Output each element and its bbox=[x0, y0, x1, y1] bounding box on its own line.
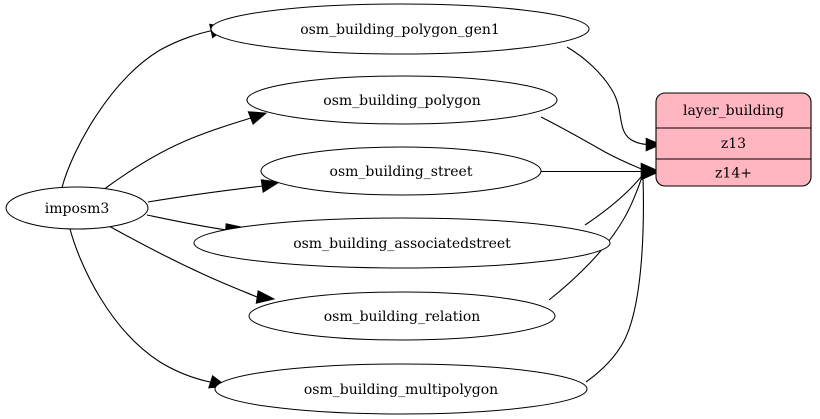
node-osm-building-polygon-gen1[interactable]: osm_building_polygon_gen1 bbox=[210, 3, 590, 55]
node-osm-building-multipolygon[interactable]: osm_building_multipolygon bbox=[214, 363, 588, 415]
node-osm-building-polygon-label: osm_building_polygon bbox=[323, 93, 480, 109]
node-osm-building-relation-shape[interactable] bbox=[248, 291, 556, 341]
node-imposm3[interactable]: imposm3 bbox=[5, 186, 149, 230]
node-osm-building-multipolygon-label: osm_building_multipolygon bbox=[304, 382, 498, 398]
edge-imposm3-to-osm-building-associatedstreet bbox=[146, 214, 228, 231]
node-osm-building-relation[interactable]: osm_building_relation bbox=[248, 291, 556, 341]
node-osm-building-multipolygon-shape[interactable] bbox=[214, 363, 588, 415]
node-layer-building-row-z13-label: z13 bbox=[721, 136, 746, 152]
node-osm-building-polygon-gen1-label: osm_building_polygon_gen1 bbox=[300, 22, 500, 38]
arrowhead-osm-building-relation bbox=[255, 290, 276, 304]
arrowhead-layer-building-z13 bbox=[645, 137, 662, 152]
edge-osm-building-relation-to-layer-building-z14plus bbox=[548, 173, 644, 301]
node-imposm3-shape[interactable] bbox=[5, 186, 149, 230]
node-layer-building-title-label: layer_building bbox=[683, 103, 784, 119]
edge-imposm3-to-osm-building-street bbox=[147, 185, 264, 203]
node-imposm3-label: imposm3 bbox=[45, 201, 110, 217]
node-osm-building-associatedstreet-shape[interactable] bbox=[193, 217, 611, 269]
edge-group-tables-to-layer bbox=[540, 46, 662, 383]
node-osm-building-street-label: osm_building_street bbox=[330, 164, 473, 180]
node-osm-building-polygon-gen1-shape[interactable] bbox=[210, 3, 590, 55]
arrowhead-osm-building-street bbox=[260, 179, 281, 193]
edge-imposm3-to-osm-building-polygon-gen1 bbox=[61, 29, 213, 188]
edge-imposm3-to-osm-building-polygon bbox=[102, 117, 252, 191]
node-osm-building-associatedstreet-label: osm_building_associatedstreet bbox=[293, 236, 511, 252]
edge-osm-building-associatedstreet-to-layer-building-z14plus bbox=[584, 173, 645, 226]
node-layer-building-row-z14plus-label: z14+ bbox=[715, 166, 752, 182]
node-osm-building-street[interactable]: osm_building_street bbox=[260, 146, 542, 196]
edge-osm-building-polygon-gen1-to-layer-building-z13 bbox=[566, 46, 648, 146]
arrowhead-osm-building-polygon bbox=[247, 111, 268, 126]
arrowhead-layer-building-z14plus bbox=[640, 162, 661, 181]
edge-osm-building-polygon-to-layer-building-z14plus bbox=[540, 116, 645, 171]
node-osm-building-polygon[interactable]: osm_building_polygon bbox=[246, 75, 558, 125]
edge-osm-building-multipolygon-to-layer-building-z14plus bbox=[585, 176, 644, 383]
node-osm-building-associatedstreet[interactable]: osm_building_associatedstreet bbox=[193, 217, 611, 269]
node-layer-building[interactable]: layer_building z13 z14+ bbox=[655, 92, 812, 187]
node-osm-building-street-shape[interactable] bbox=[260, 146, 542, 196]
edge-imposm3-to-osm-building-relation bbox=[108, 225, 258, 298]
node-layer-building-body[interactable] bbox=[655, 92, 812, 187]
node-osm-building-relation-label: osm_building_relation bbox=[324, 309, 481, 325]
node-osm-building-polygon-shape[interactable] bbox=[246, 75, 558, 125]
edge-imposm3-to-osm-building-multipolygon bbox=[69, 228, 211, 383]
